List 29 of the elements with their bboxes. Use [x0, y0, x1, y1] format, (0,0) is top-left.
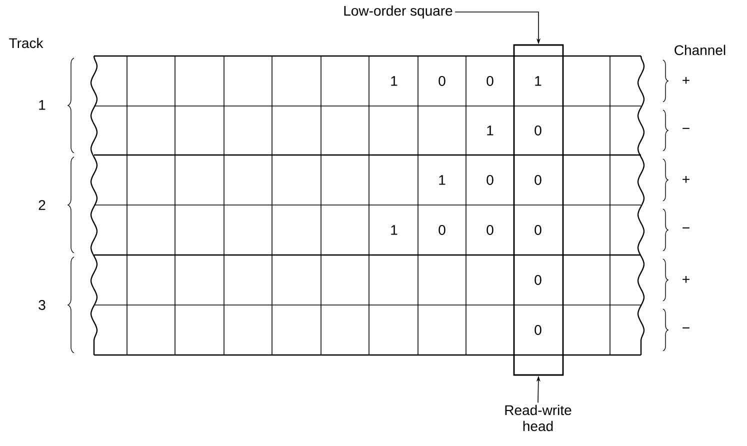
- channel-sign: −: [682, 227, 690, 228]
- channel-sign: +: [682, 276, 690, 283]
- column-heading: Track: [9, 38, 44, 48]
- channel-sign: +: [682, 176, 690, 183]
- track-number: 2: [38, 200, 46, 210]
- digit: 1: [487, 126, 494, 136]
- digit: 0: [534, 175, 542, 185]
- digit: 0: [534, 275, 542, 285]
- channel-sign: −: [682, 327, 690, 328]
- digit: 0: [438, 76, 446, 86]
- digit: 1: [439, 175, 446, 185]
- digit: 0: [438, 225, 446, 235]
- track-number: 1: [39, 100, 46, 110]
- digit: 0: [486, 175, 494, 185]
- digit: 1: [391, 225, 398, 235]
- text-label: Read-write head: [505, 404, 572, 432]
- digit: 1: [391, 76, 398, 86]
- digit: 0: [534, 325, 542, 335]
- channel-sign: −: [682, 128, 690, 129]
- channel-sign: +: [682, 76, 690, 84]
- column-heading: Channel: [674, 44, 726, 56]
- digit: 0: [534, 126, 542, 136]
- text-label: Low-order square: [344, 5, 452, 19]
- digit: 0: [534, 225, 542, 235]
- digit: 1: [535, 76, 542, 86]
- track-number: 3: [38, 300, 46, 310]
- digit: 0: [486, 76, 494, 86]
- digit: 0: [486, 225, 494, 235]
- read-write-head-box: [513, 44, 564, 376]
